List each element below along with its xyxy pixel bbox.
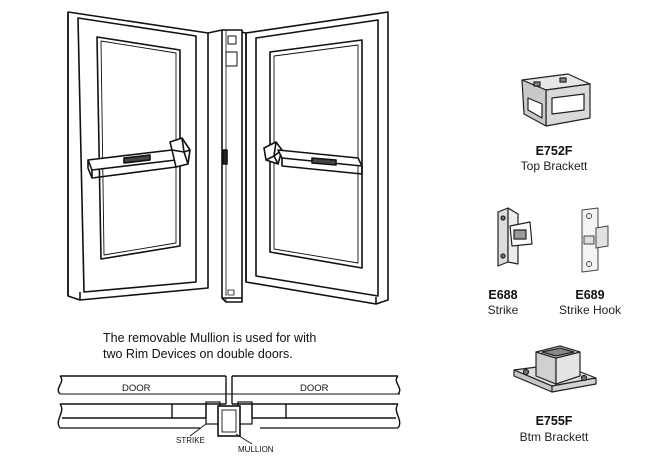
section-door-right-label: DOOR: [300, 383, 329, 394]
left-door-glass: [96, 36, 181, 260]
part-desc-top-bracket: Top Brackett: [520, 159, 588, 173]
right-push-bar: [263, 141, 363, 175]
section-door-left-label: DOOR: [122, 383, 151, 394]
section-mullion-label: MULLION: [238, 445, 274, 454]
part-desc-bottom-bracket: Btm Brackett: [519, 430, 589, 444]
part-code-e755f: E755F: [535, 414, 573, 428]
caption-line-2: two Rim Devices on double doors.: [103, 347, 293, 361]
left-door-inner: [77, 17, 197, 293]
mullion-section: [217, 405, 241, 437]
caption-line-1: The removable Mullion is used for with: [103, 331, 317, 345]
section-strike-label: STRIKE: [176, 436, 205, 445]
mullion: [221, 29, 243, 303]
part-desc-strike-hook: Strike Hook: [558, 303, 622, 317]
part-code-e689: E689: [575, 288, 605, 302]
part-code-e688: E688: [488, 288, 518, 302]
mullion-caption: The removable Mullion is used for with t…: [103, 330, 363, 362]
right-door-inner: [255, 19, 379, 297]
right-door-glass: [269, 39, 363, 269]
left-push-bar: [87, 137, 191, 179]
part-code-e752f: E752F: [535, 144, 573, 158]
part-desc-strike: Strike: [487, 303, 519, 317]
